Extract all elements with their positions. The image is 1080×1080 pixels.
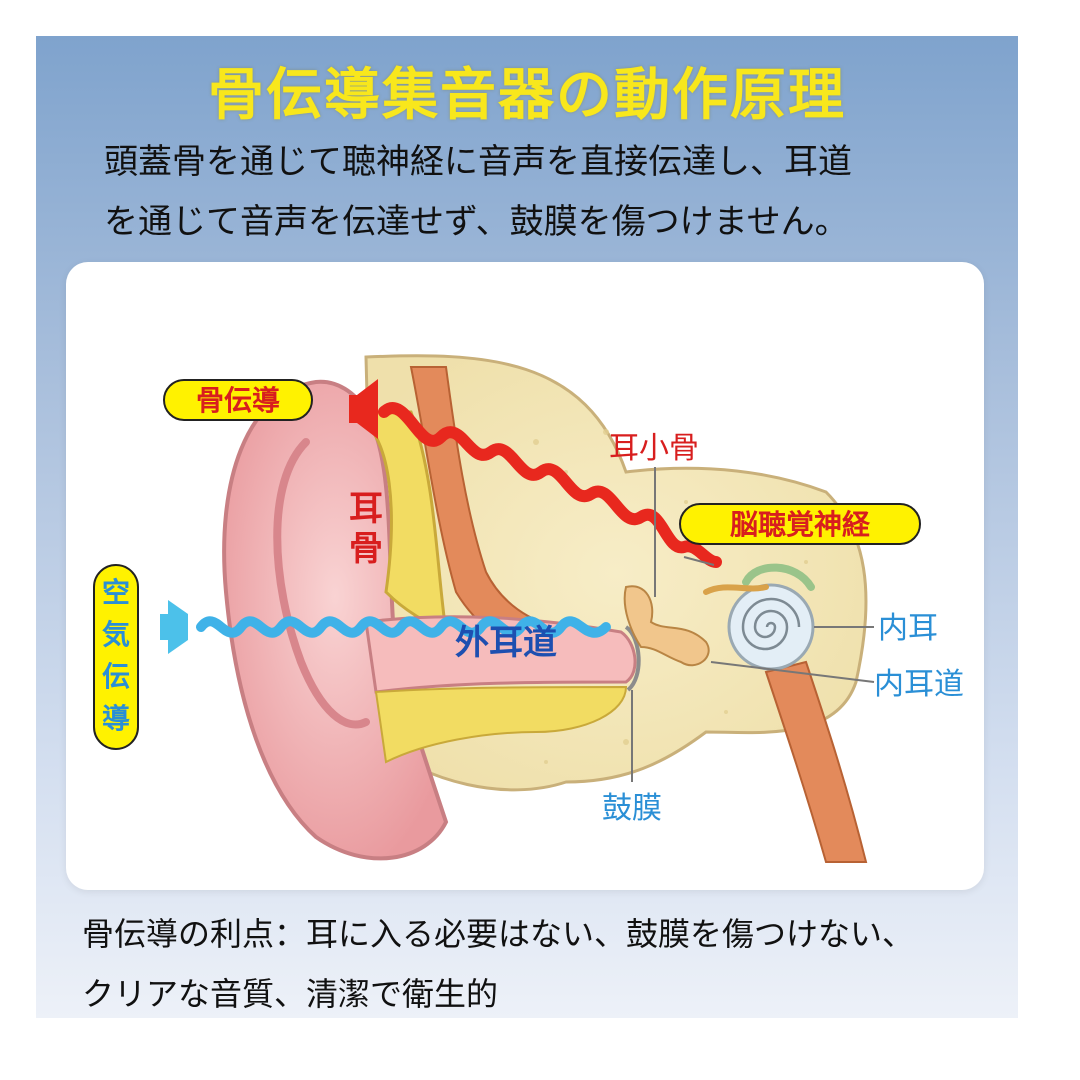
bone-speaker-icon [349, 379, 378, 439]
canal-lower-cartilage [374, 685, 628, 764]
ossicle-bones [623, 585, 710, 667]
badge-air-conduction: 空気伝導 [93, 564, 139, 750]
intro-line-2: を通じて音声を伝達せず、鼓膜を傷つけません。 [104, 202, 849, 242]
label-ear-bone: 耳骨 [349, 489, 383, 569]
eardrum [624, 625, 641, 692]
label-outer-canal: 外耳道 [455, 623, 557, 663]
badge-bone-conduction: 骨伝導 [163, 379, 313, 421]
benefits-text: 骨伝導の利点：耳に入る必要はない、鼓膜を傷つけない、 クリアな音質、清潔で衛生的 [82, 904, 1002, 1018]
intro-text: 頭蓋骨を通じて聴神経に音声を直接伝達し、耳道 を通じて音声を伝達せず、鼓膜を傷つ… [104, 132, 984, 252]
muscle-tissue-lower [764, 660, 868, 863]
label-inner-canal: 内耳道 [874, 667, 964, 702]
label-inner-ear: 内耳 [878, 611, 938, 646]
leader-lines [631, 467, 875, 782]
ear-diagram: 骨伝導 脳聴覚神経 空気伝導 耳骨 耳小骨 内耳 内耳道 外耳道 鼓膜 [93, 354, 964, 863]
benefits-line-1: 骨伝導の利点：耳に入る必要はない、鼓膜を傷つけない、 [82, 915, 915, 953]
label-ossicles: 耳小骨 [609, 431, 699, 466]
svg-text:骨伝導: 骨伝導 [196, 384, 280, 417]
air-speaker-icon [160, 600, 188, 654]
main-panel: 骨伝導集音器の動作原理 頭蓋骨を通じて聴神経に音声を直接伝達し、耳道 を通じて音… [36, 36, 1018, 1018]
ear-inner-fold [273, 438, 370, 729]
air-conduction-vertical-text: 空気伝導 [102, 576, 130, 735]
semicircular-canals [742, 563, 815, 591]
badge-auditory-nerve: 脳聴覚神経 [679, 503, 921, 545]
nerve-bundle [703, 584, 769, 595]
cochlea-outer [727, 583, 815, 671]
bone-conduction-wave [378, 402, 722, 568]
cochlea-spiral [741, 597, 801, 651]
diagram-card: 骨伝導 脳聴覚神経 空気伝導 耳骨 耳小骨 内耳 内耳道 外耳道 鼓膜 [66, 262, 984, 890]
air-conduction-wave [196, 616, 611, 638]
page-title: 骨伝導集音器の動作原理 [208, 63, 846, 128]
svg-text:脳聴覚神経: 脳聴覚神経 [730, 508, 871, 541]
benefits-line-2: クリアな音質、清潔で衛生的 [82, 975, 499, 1013]
label-eardrum: 鼓膜 [602, 791, 662, 826]
intro-line-1: 頭蓋骨を通じて聴神経に音声を直接伝達し、耳道 [104, 142, 852, 182]
